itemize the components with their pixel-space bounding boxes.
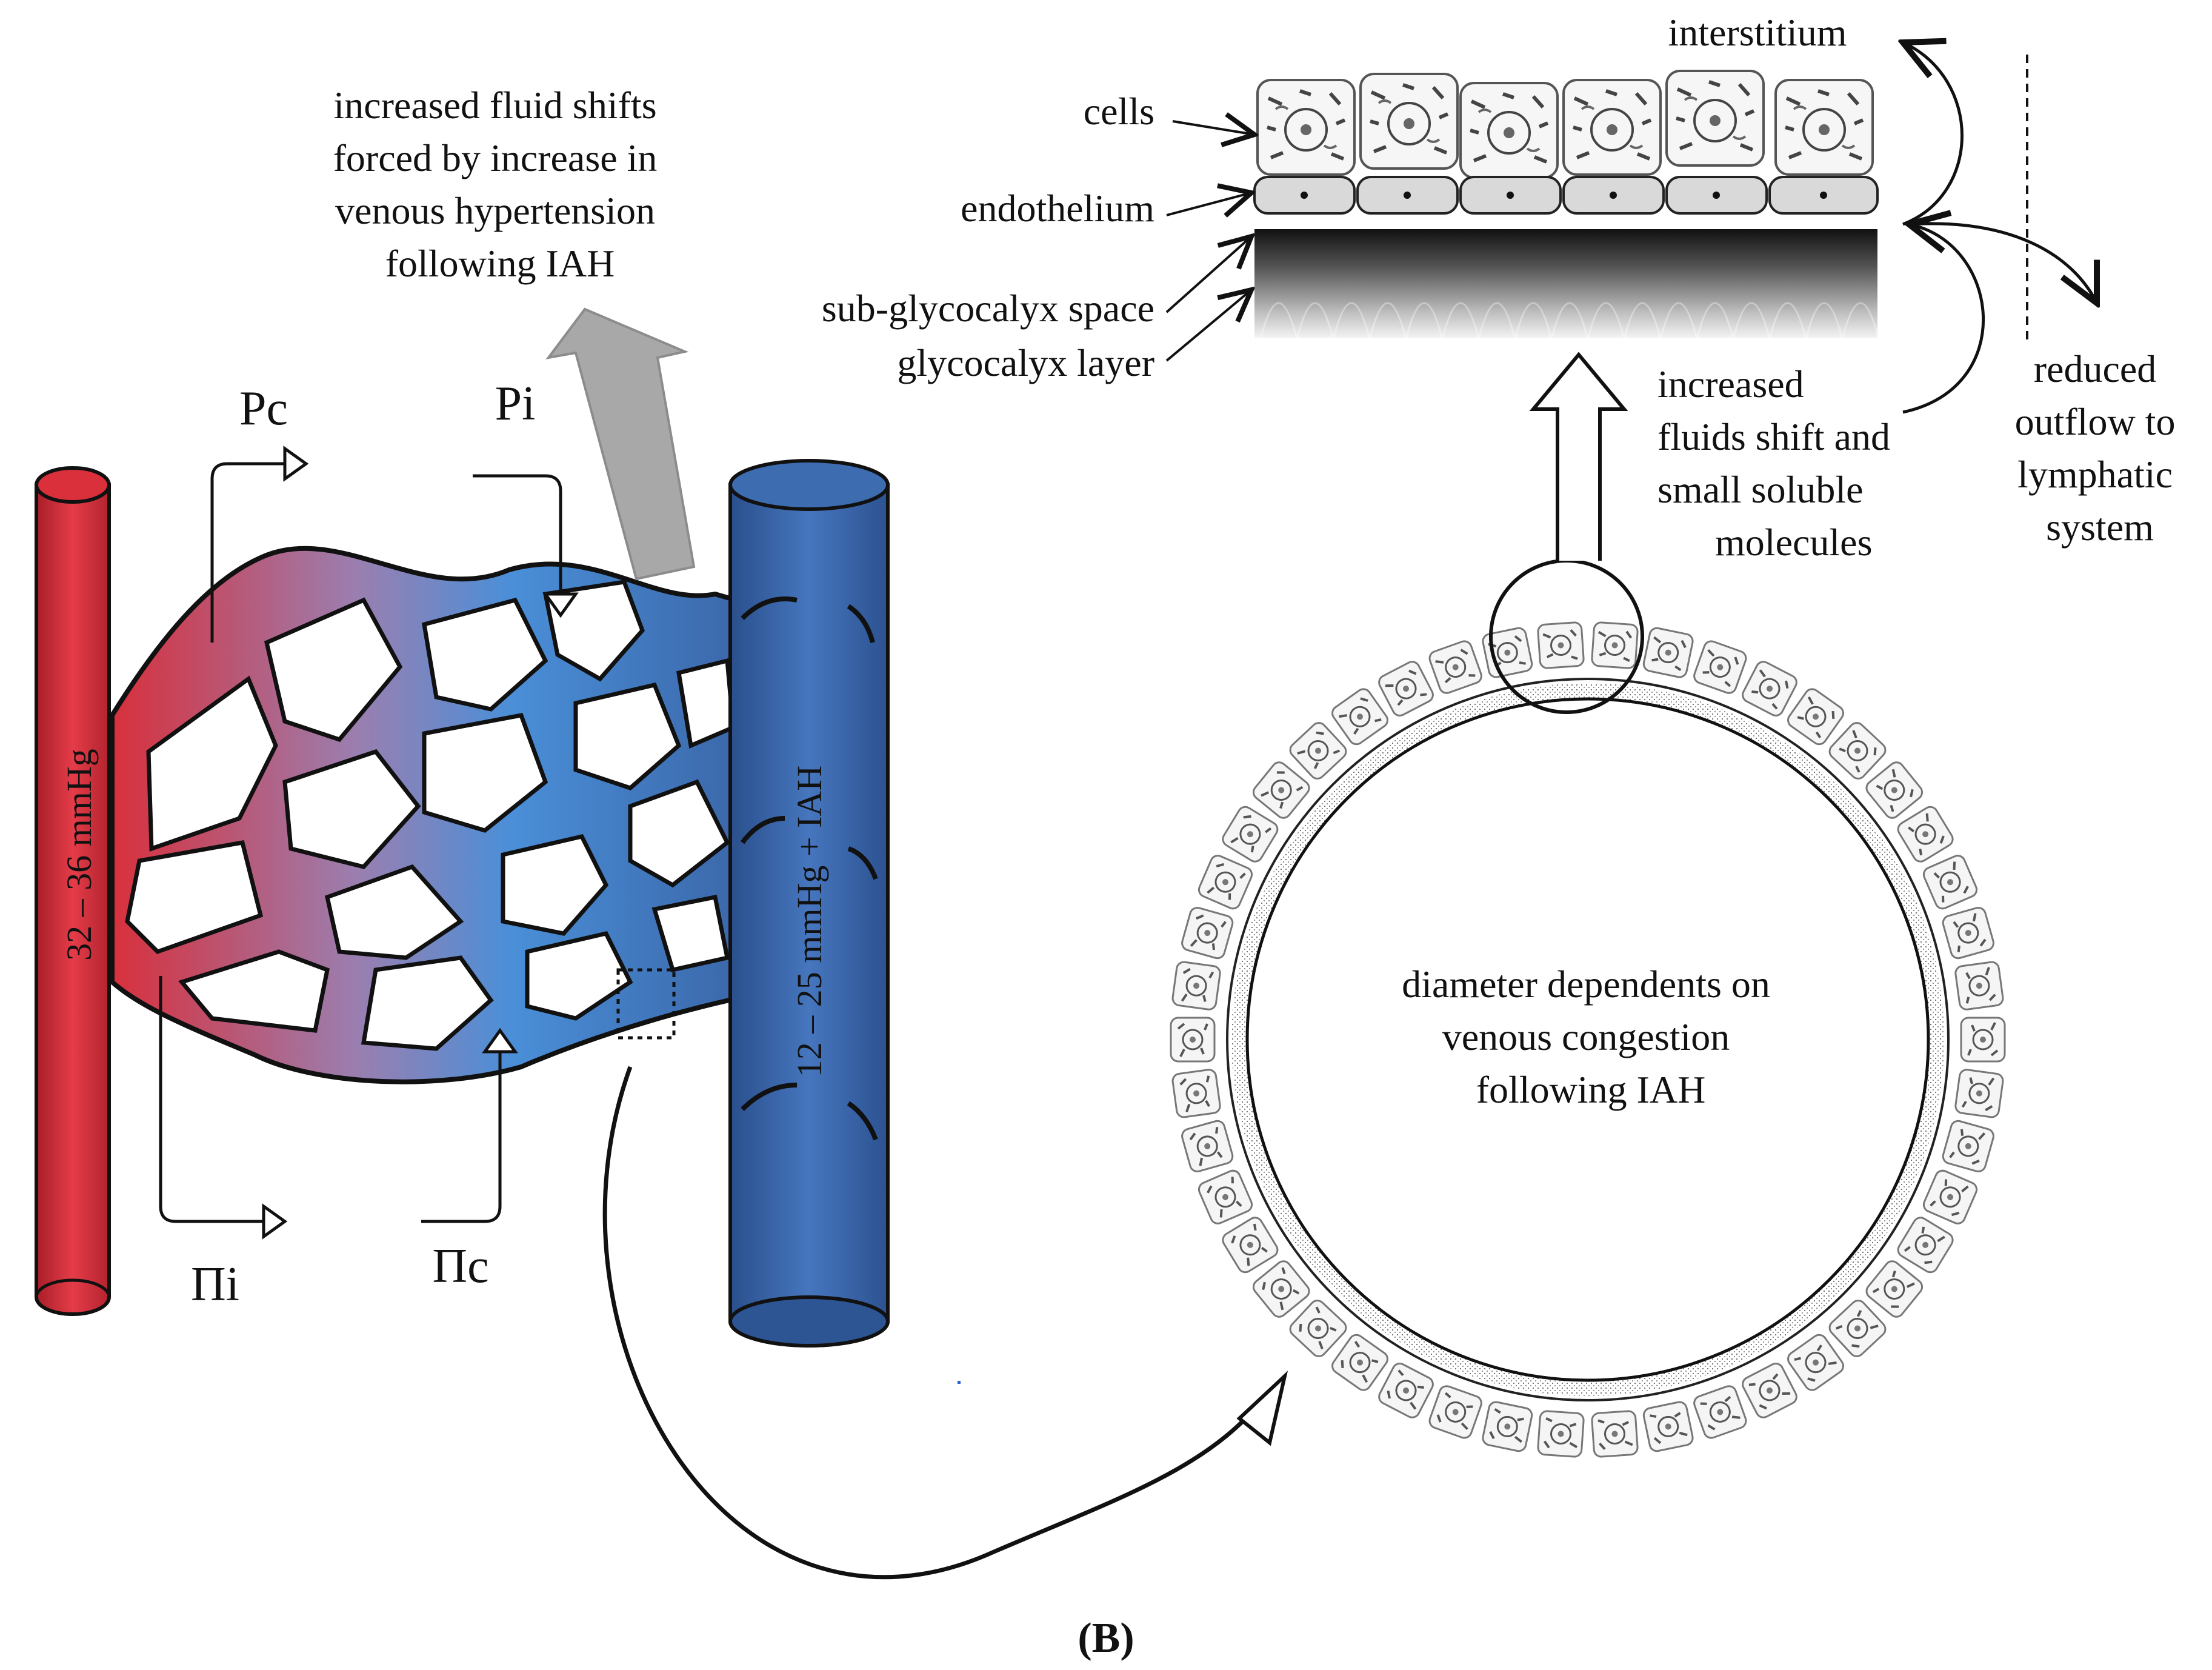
ring-cell (1960, 1017, 2006, 1063)
pi-arrow (473, 474, 562, 594)
pc-arrow-head (283, 446, 309, 482)
interstitium-curve-arrow (1903, 42, 1964, 226)
vessel-wall-detail (1253, 71, 1880, 340)
endothelium-pointer (1166, 193, 1251, 215)
venule (728, 459, 890, 1348)
arteriole (35, 466, 111, 1316)
endothelium-label: endothelium (961, 187, 1154, 230)
arterial-pressure-label: 32 – 36 mmHg (59, 749, 99, 961)
lymph-note: reduced outflow to lymphatic system (2015, 347, 2185, 549)
ring-cell (1170, 1067, 1222, 1120)
interstitium-label: interstitium (1668, 11, 1847, 54)
sub-glycocalyx-label: sub-glycocalyx space (822, 287, 1154, 330)
diameter-note: diameter dependents on venous congestion… (1402, 963, 1780, 1111)
lymph-curve-arrow (1908, 222, 2097, 303)
vessel-cross-section (1170, 621, 2006, 1458)
ring-cell (1536, 1409, 1585, 1458)
fluid-shift-note: increased fluid shifts forced by increas… (333, 84, 667, 285)
inspection-box (616, 968, 676, 1040)
shift-curve-arrow (1903, 224, 1985, 414)
zoom-curve-arrow-head (1236, 1371, 1288, 1446)
pic-arrow (421, 1052, 502, 1223)
capillary-network (110, 546, 760, 1084)
pii-label: Πi (191, 1258, 239, 1311)
glycocalyx-pointer (1165, 290, 1251, 362)
ring-cell (1642, 627, 1694, 678)
glycocalyx-layer-band (1254, 229, 1877, 338)
pic-arrow-head (482, 1027, 518, 1054)
ring-cell (1170, 960, 1222, 1012)
pi-arrow-head (542, 592, 579, 618)
cells-pointer (1172, 121, 1254, 135)
pi-label: Pi (495, 377, 536, 430)
ring-cell (1590, 621, 1639, 670)
glycocalyx-label: glycocalyx layer (897, 341, 1154, 384)
ring-cell (1536, 621, 1585, 670)
pic-label: Πc (432, 1240, 488, 1293)
pc-label: Pc (239, 382, 288, 435)
ring-cell (1953, 960, 2005, 1012)
zoom-curve-arrow (602, 1066, 1268, 1580)
panel-label: (B) (1078, 1615, 1134, 1662)
venous-pressure-label: 12 – 25 mmHg + IAH (790, 766, 829, 1077)
cell-layer (1258, 71, 1873, 178)
stray-dot (958, 1381, 961, 1384)
ring-cell (1953, 1067, 2005, 1120)
shift-note: increased fluids shift and small soluble… (1657, 362, 1900, 564)
ring-cell (1480, 1399, 1534, 1454)
pii-arrow (159, 976, 264, 1223)
endothelium-layer (1253, 176, 1879, 215)
ring-cell (1590, 1409, 1639, 1458)
cells-label: cells (1084, 90, 1154, 133)
sub-glycocalyx-pointer (1165, 236, 1251, 313)
pc-arrow (210, 462, 285, 643)
ring-cell (1641, 1399, 1696, 1454)
pii-arrow-head (262, 1203, 288, 1240)
fluid-shift-arrow (545, 307, 696, 581)
magnify-arrow (1529, 352, 1628, 561)
ring-cell (1170, 1017, 1216, 1063)
